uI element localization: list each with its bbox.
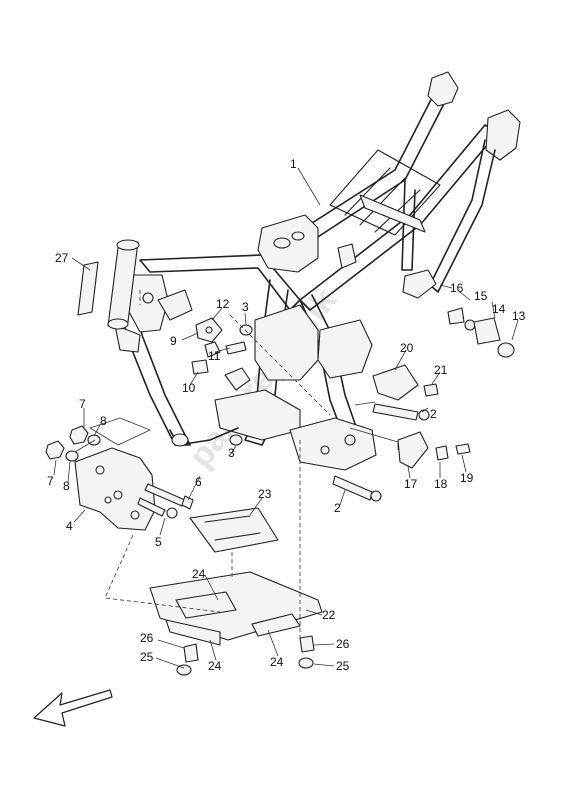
callout-22: 22	[322, 608, 336, 622]
assembly-connector-lines	[74, 401, 399, 453]
right-side-parts	[332, 269, 515, 502]
callout-18: 18	[434, 477, 448, 491]
callout-17: 17	[404, 477, 418, 491]
callout-3-lower: 3	[228, 446, 235, 460]
callout-11: 11	[208, 349, 221, 363]
callout-24-upper: 24	[192, 567, 206, 581]
callout-13: 13	[512, 309, 526, 323]
callout-25-right: 25	[336, 659, 350, 673]
callout-26-right: 26	[336, 637, 350, 651]
callout-2-upper: 2	[430, 407, 437, 421]
leader-lines	[53, 167, 519, 669]
callout-14: 14	[492, 302, 506, 316]
callout-7-lower: 7	[47, 474, 54, 488]
callout-24-mid: 24	[208, 659, 222, 673]
engine-mount-plate	[74, 447, 156, 531]
main-frame	[114, 71, 521, 471]
callout-labels: 1 27 16 15 14 13 12 3 9 11 10 20 21 2 7 …	[47, 157, 526, 673]
callout-16: 16	[450, 281, 464, 295]
callout-8-lower: 8	[63, 479, 70, 493]
callout-24-right: 24	[270, 655, 284, 669]
guard-bolts	[176, 635, 315, 676]
callout-23: 23	[258, 487, 272, 501]
under-guard-assembly	[149, 507, 323, 646]
front-direction-arrow	[33, 689, 113, 727]
callout-8-upper: 8	[100, 414, 107, 428]
engine-mount-bolts	[137, 483, 194, 519]
callout-2-lower: 2	[334, 501, 341, 515]
steering-head-tube	[77, 239, 140, 330]
callout-4: 4	[66, 519, 73, 533]
callout-7-upper: 7	[79, 397, 86, 411]
callout-5: 5	[155, 535, 162, 549]
callout-3-upper: 3	[242, 300, 249, 314]
small-fasteners	[191, 317, 253, 446]
callout-25-left: 25	[140, 650, 154, 664]
callout-21: 21	[434, 363, 448, 377]
callout-9: 9	[170, 334, 177, 348]
callout-1: 1	[290, 157, 297, 171]
callout-6: 6	[195, 475, 202, 489]
callout-20: 20	[400, 341, 414, 355]
callout-19: 19	[460, 471, 474, 485]
callout-27: 27	[55, 251, 69, 265]
callout-26-left: 26	[140, 631, 154, 645]
nuts-and-washers	[45, 425, 101, 462]
callout-12: 12	[216, 297, 230, 311]
callout-15: 15	[474, 289, 488, 303]
callout-10: 10	[182, 381, 196, 395]
assembly-guide-lines	[104, 290, 331, 640]
